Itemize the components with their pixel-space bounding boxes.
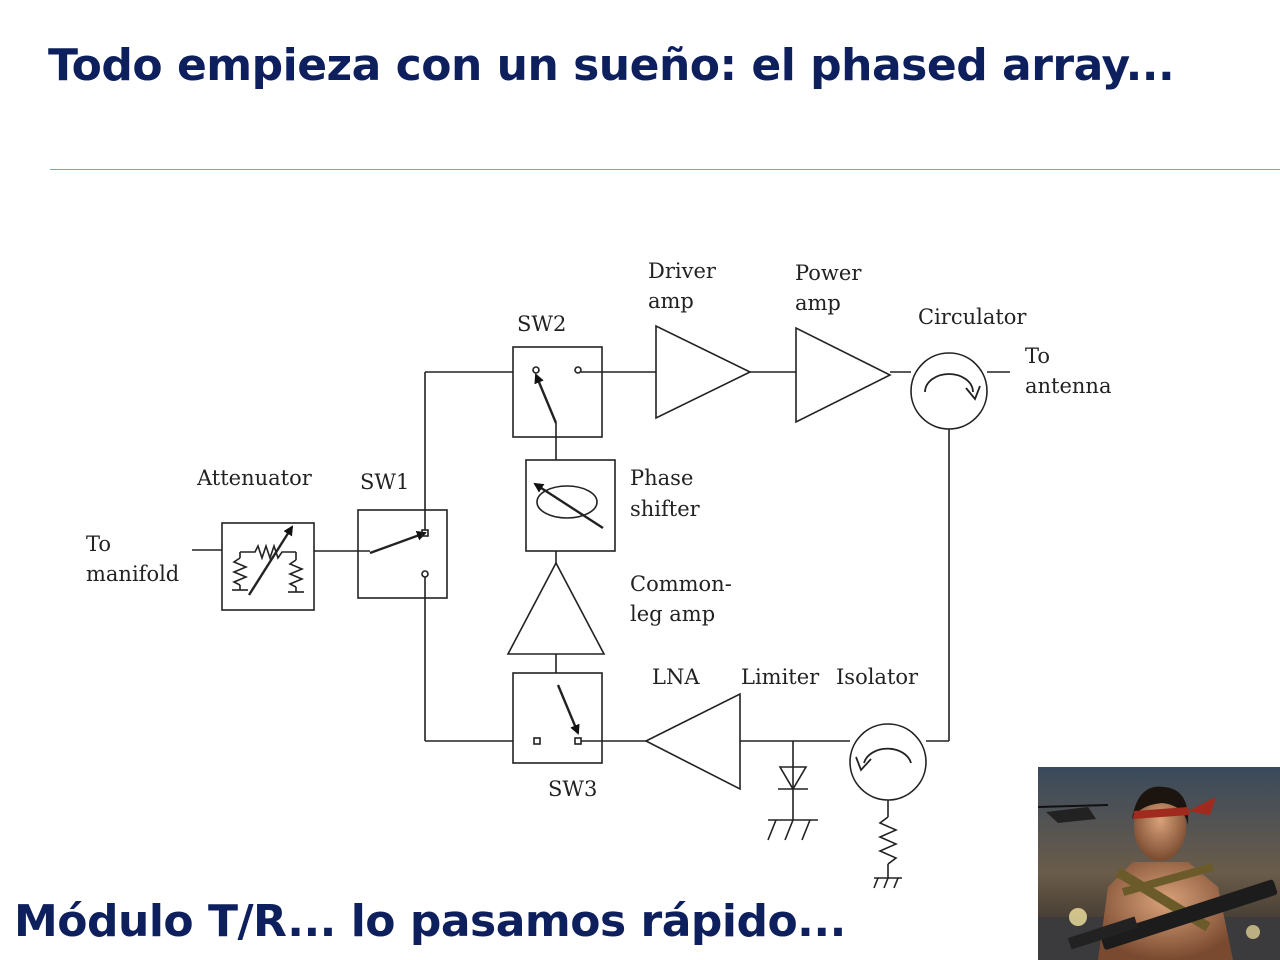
phase-shifter-block [525, 459, 616, 552]
sw3-switch-icon [533, 684, 582, 745]
label-common-leg-2: leg amp [630, 602, 715, 626]
label-to-manifold-2: manifold [86, 562, 179, 586]
sw1-switch-icon [369, 529, 429, 578]
driver-amp [655, 324, 752, 420]
limiter-diode-icon [778, 766, 808, 791]
label-sw2: SW2 [517, 312, 566, 336]
attenuator-icon [231, 525, 305, 596]
isolator-load-resistor [878, 816, 898, 865]
label-circulator: Circulator [918, 305, 1027, 329]
label-attenuator: Attenuator [196, 466, 313, 490]
poster-photo-icon [1038, 767, 1280, 960]
power-amp [795, 326, 892, 424]
lna-amp [644, 692, 741, 791]
isolator-arrow-icon [863, 747, 912, 764]
label-sw1: SW1 [360, 470, 409, 494]
isolator [849, 723, 927, 801]
label-driver-amp-2: amp [648, 289, 694, 313]
label-isolator: Isolator [836, 665, 919, 689]
label-to-antenna: To [1025, 344, 1050, 368]
circulator [910, 352, 988, 430]
phase-shifter-icon [533, 482, 604, 530]
label-phase-shifter: Phase [630, 466, 693, 490]
label-phase-shifter-2: shifter [630, 497, 701, 521]
slide-footer: Módulo T/R... lo pasamos rápido... [14, 896, 846, 947]
label-power-amp-2: amp [795, 291, 841, 315]
attenuator-block [221, 522, 315, 611]
sw3-block [512, 672, 603, 764]
label-to-manifold: To [86, 532, 111, 556]
label-driver-amp: Driver [648, 259, 717, 283]
circulator-arrow-icon [924, 373, 974, 393]
common-leg-amp [506, 561, 606, 655]
sw2-switch-icon [532, 366, 582, 424]
label-sw3: SW3 [548, 777, 597, 801]
title-divider [50, 169, 1280, 170]
label-to-antenna-2: antenna [1025, 374, 1111, 398]
label-lna: LNA [652, 665, 700, 689]
label-limiter: Limiter [741, 665, 820, 689]
label-common-leg: Common- [630, 572, 732, 596]
label-power-amp: Power [795, 261, 862, 285]
slide-title: Todo empieza con un sueño: el phased arr… [48, 40, 1175, 91]
sw2-block [512, 346, 603, 438]
sw1-block [357, 509, 448, 599]
